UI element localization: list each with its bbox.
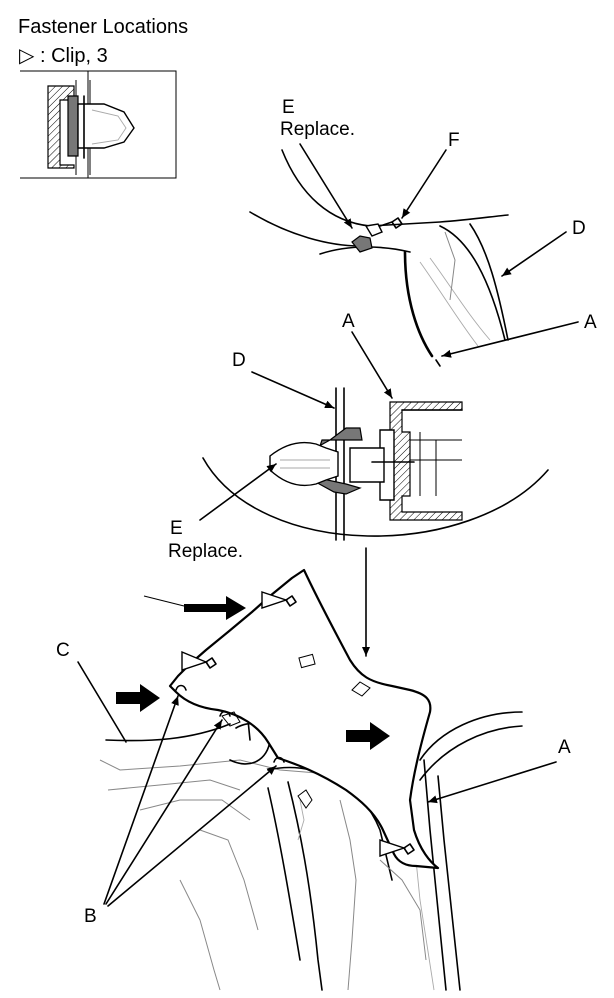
callout-e-mid-note: Replace. — [168, 541, 243, 562]
callout-e-mid: E — [170, 518, 183, 539]
direction-arrow-right — [346, 722, 390, 750]
callout-e-top-note: Replace. — [280, 119, 355, 140]
clip-detail-inset — [20, 70, 177, 179]
clip-triangle-icon: ▷ — [19, 45, 35, 67]
clip-marker-top — [261, 591, 297, 609]
panel-details — [221, 653, 371, 809]
clip-legend: ▷ : Clip, 3 — [19, 46, 108, 67]
callout-d-mid: D — [232, 350, 246, 371]
callout-d-top: D — [572, 218, 586, 239]
hook-clips — [175, 684, 285, 763]
quarter-trim-panel — [168, 568, 440, 870]
direction-arrow-left — [116, 684, 160, 712]
fastener-locations-title: Fastener Locations — [18, 16, 189, 38]
callout-b: B — [84, 906, 97, 927]
callout-leaders — [77, 143, 579, 907]
callout-e-top: E — [282, 97, 295, 118]
callout-a-bottom: A — [558, 737, 571, 758]
clip-marker-bottom — [379, 839, 415, 857]
top-edge-detail — [249, 149, 509, 367]
callout-a-top: A — [584, 312, 597, 333]
callout-f: F — [448, 130, 460, 151]
callout-a-mid: A — [342, 311, 355, 332]
clip-legend-text: : Clip, 3 — [39, 45, 108, 67]
clip-section-detail — [202, 387, 549, 541]
direction-arrow-top — [184, 596, 246, 620]
callout-c: C — [56, 640, 70, 661]
clip-marker-left — [181, 650, 217, 671]
